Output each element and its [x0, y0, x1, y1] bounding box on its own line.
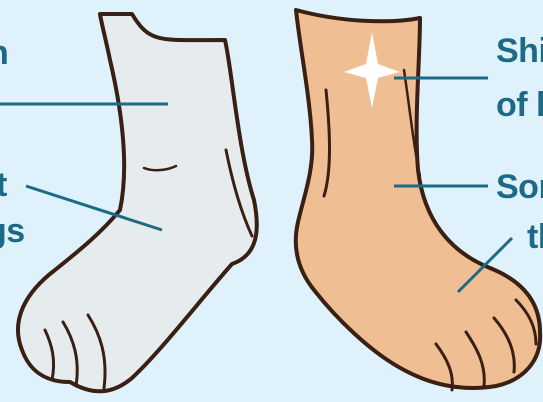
- right-mid-label-line2: th: [527, 220, 543, 254]
- left-mid-label-line2: gs: [0, 214, 25, 248]
- left-mid-label-line1: t: [0, 168, 7, 202]
- left-top-label: n: [0, 36, 8, 70]
- right-mid-label-line1: Sor: [496, 170, 543, 204]
- right-top-label-line1: Shi: [496, 34, 543, 68]
- left-foot: [18, 14, 257, 391]
- right-top-label-line2: of l: [496, 88, 543, 122]
